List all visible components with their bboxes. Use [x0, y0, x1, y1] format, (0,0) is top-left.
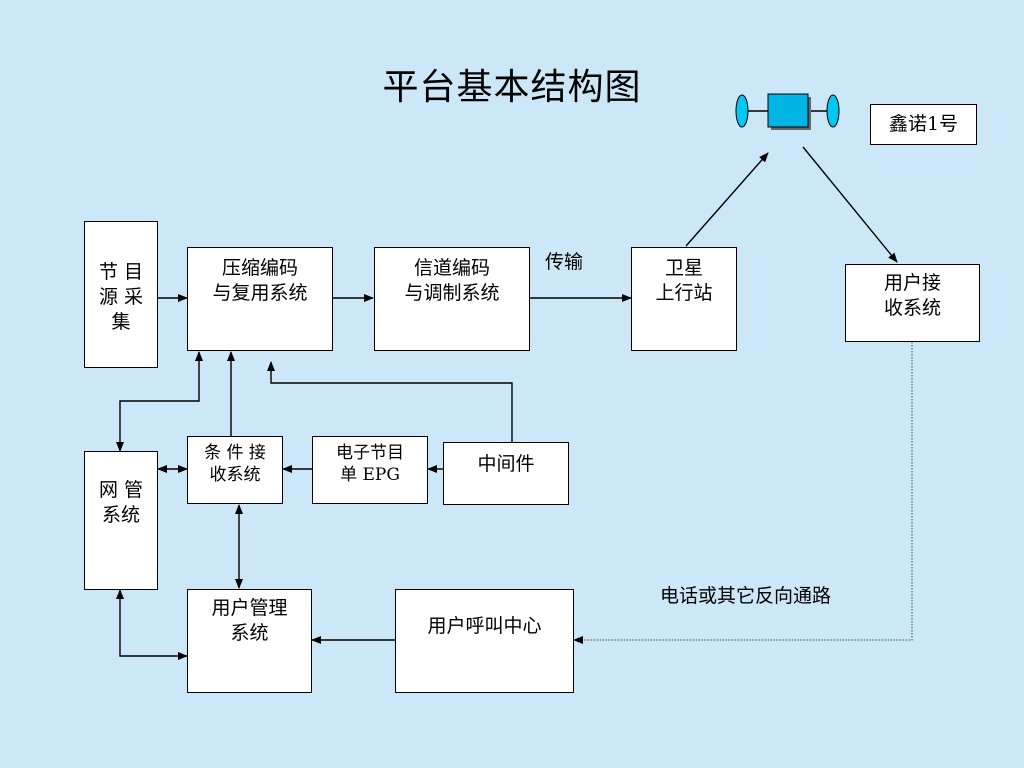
program-source-text: 节 目 源 采 集 — [98, 261, 144, 333]
user-mgmt-text: 用户管理 系统 — [211, 597, 288, 644]
call-center-box: 用户呼叫中心 — [395, 589, 574, 693]
conditional-access-text: 条 件 接 收系统 — [204, 443, 266, 485]
middleware-text: 中间件 — [477, 453, 535, 475]
middleware-box: 中间件 — [443, 442, 569, 505]
channel-coding-text: 信道编码 与调制系统 — [404, 257, 500, 304]
user-mgmt-box: 用户管理 系统 — [187, 589, 312, 693]
epg-box: 电子节目 单 EPG — [312, 436, 428, 504]
page-title: 平台基本结构图 — [382, 67, 642, 108]
program-source-box: 节 目 源 采 集 — [84, 221, 158, 368]
network-mgmt-box: 网 管 系统 — [84, 451, 158, 590]
user-receive-text: 用户接 收系统 — [883, 272, 941, 319]
transmission-label: 传输 — [545, 251, 584, 273]
compression-box: 压缩编码 与复用系统 — [187, 247, 333, 351]
channel-coding-box: 信道编码 与调制系统 — [374, 247, 530, 351]
network-mgmt-text: 网 管 系统 — [98, 479, 144, 526]
user-receive-box: 用户接 收系统 — [845, 264, 980, 342]
uplink-text: 卫星 上行站 — [655, 257, 713, 304]
epg-text: 电子节目 单 EPG — [336, 443, 404, 485]
uplink-box: 卫星 上行站 — [631, 247, 737, 351]
compression-text: 压缩编码 与复用系统 — [212, 257, 308, 304]
reverse-path-label: 电话或其它反向通路 — [660, 585, 832, 607]
satellite-name: 鑫诺1号 — [888, 113, 959, 135]
satellite-icon — [735, 93, 840, 130]
call-center-text: 用户呼叫中心 — [427, 615, 542, 637]
satellite-name-box: 鑫诺1号 — [870, 104, 977, 145]
conditional-access-box: 条 件 接 收系统 — [187, 436, 283, 504]
